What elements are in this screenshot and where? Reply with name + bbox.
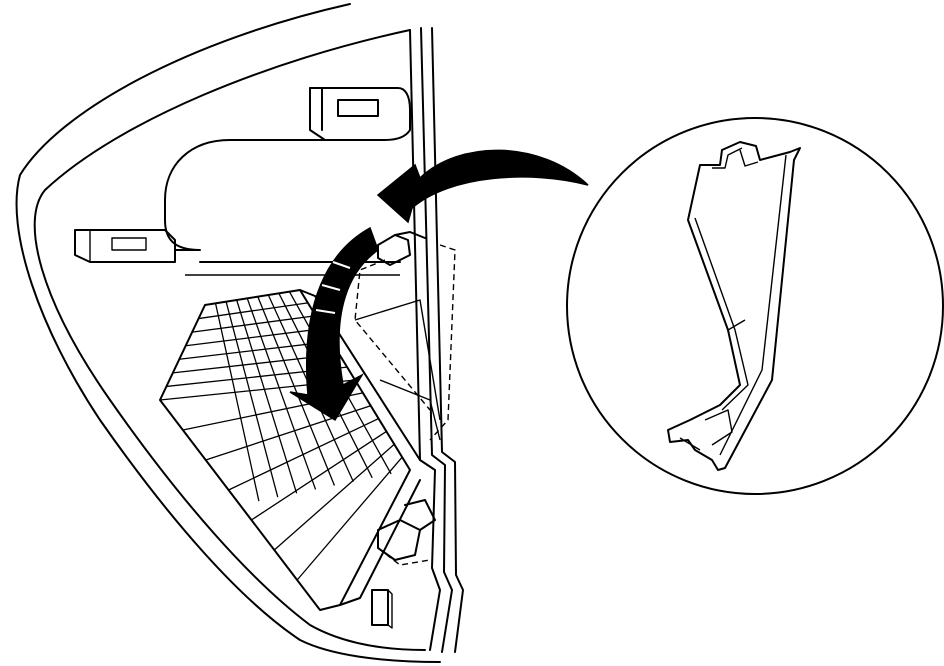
filter-grid-pleat	[246, 298, 317, 490]
filter-grid-rib	[179, 340, 332, 360]
filter-grid-rib	[205, 405, 371, 461]
filter-grid-pleat	[236, 299, 298, 494]
filter-grid-rib	[296, 456, 403, 581]
housing-opening	[74, 87, 411, 276]
filter-grid	[159, 291, 403, 581]
filter-grid-rib	[198, 302, 308, 320]
filter-grid-rib	[192, 315, 316, 333]
filter-grid-rib	[251, 430, 387, 521]
filter-grid-pleat	[214, 303, 260, 502]
down-curved-arrow-icon	[289, 226, 379, 422]
filter-grid-pleat	[257, 296, 336, 486]
filter-element	[159, 289, 421, 611]
magnified-detail-circle	[566, 117, 944, 495]
filter-grid-rib	[185, 327, 324, 347]
curved-housing	[15, 3, 464, 663]
left-curved-arrow-icon	[376, 149, 589, 224]
filter-grid-pleat	[225, 301, 279, 498]
retainer-clip	[354, 231, 456, 629]
filter-grid-rib	[273, 443, 395, 551]
